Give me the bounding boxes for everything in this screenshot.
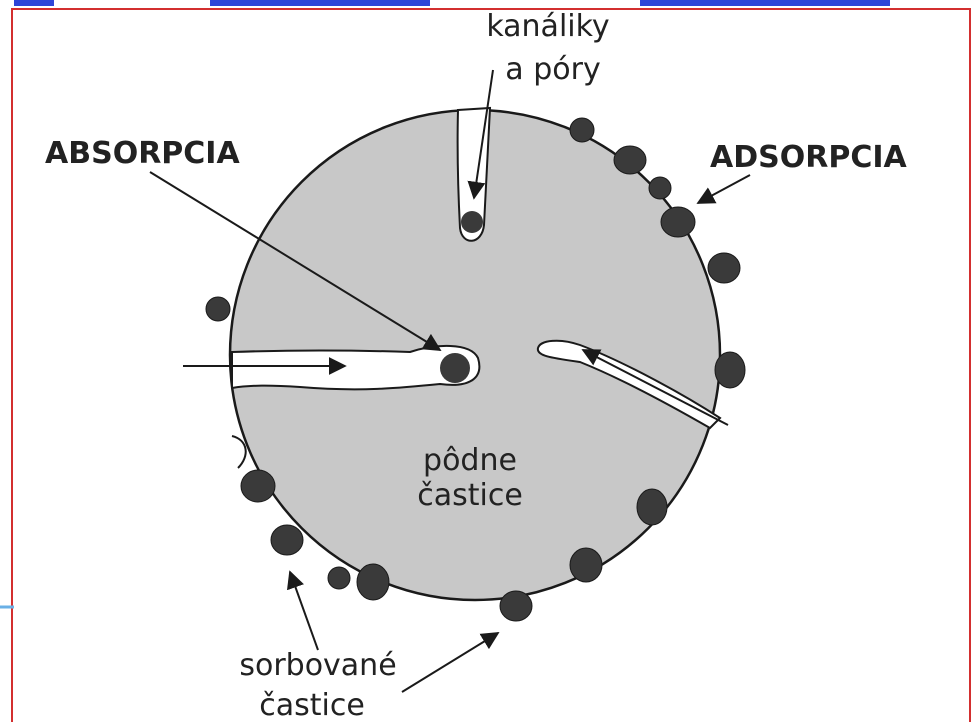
sorbed-particle bbox=[708, 253, 740, 283]
label-channels-line1: kanáliky bbox=[486, 9, 609, 44]
arrow-adsorption bbox=[698, 175, 750, 203]
sorbed-particle bbox=[328, 567, 350, 589]
arrow-sorbed-left bbox=[290, 572, 318, 650]
label-channels-line2: a póry bbox=[505, 52, 600, 87]
label-sorbed-line2: častice bbox=[259, 688, 365, 722]
label-sorbed-line1: sorbované bbox=[239, 648, 396, 683]
sorbed-particle bbox=[661, 207, 695, 237]
sorbed-particle bbox=[241, 470, 275, 502]
sorbed-particle bbox=[637, 489, 667, 525]
sorbed-particle-in-channel bbox=[461, 211, 483, 233]
sorbed-particle bbox=[715, 352, 745, 388]
sorbed-particle bbox=[357, 564, 389, 600]
edge-notch-left bbox=[232, 436, 246, 468]
arrow-sorbed-right bbox=[402, 633, 498, 692]
label-adsorption: ADSORPCIA bbox=[710, 140, 907, 175]
sorbed-particle bbox=[570, 118, 594, 142]
header-remnant bbox=[14, 0, 890, 6]
sorbed-particle bbox=[570, 548, 602, 582]
sorbed-particle bbox=[614, 146, 646, 174]
sorbed-particle bbox=[271, 525, 303, 555]
sorbed-particle-absorbed bbox=[440, 353, 470, 383]
label-particle-line2: častice bbox=[417, 478, 523, 513]
sorbed-particle bbox=[500, 591, 532, 621]
label-particle-line1: pôdne bbox=[423, 443, 517, 478]
sorbed-particle bbox=[206, 297, 230, 321]
label-absorption: ABSORPCIA bbox=[45, 136, 240, 171]
sorbed-particle bbox=[649, 177, 671, 199]
